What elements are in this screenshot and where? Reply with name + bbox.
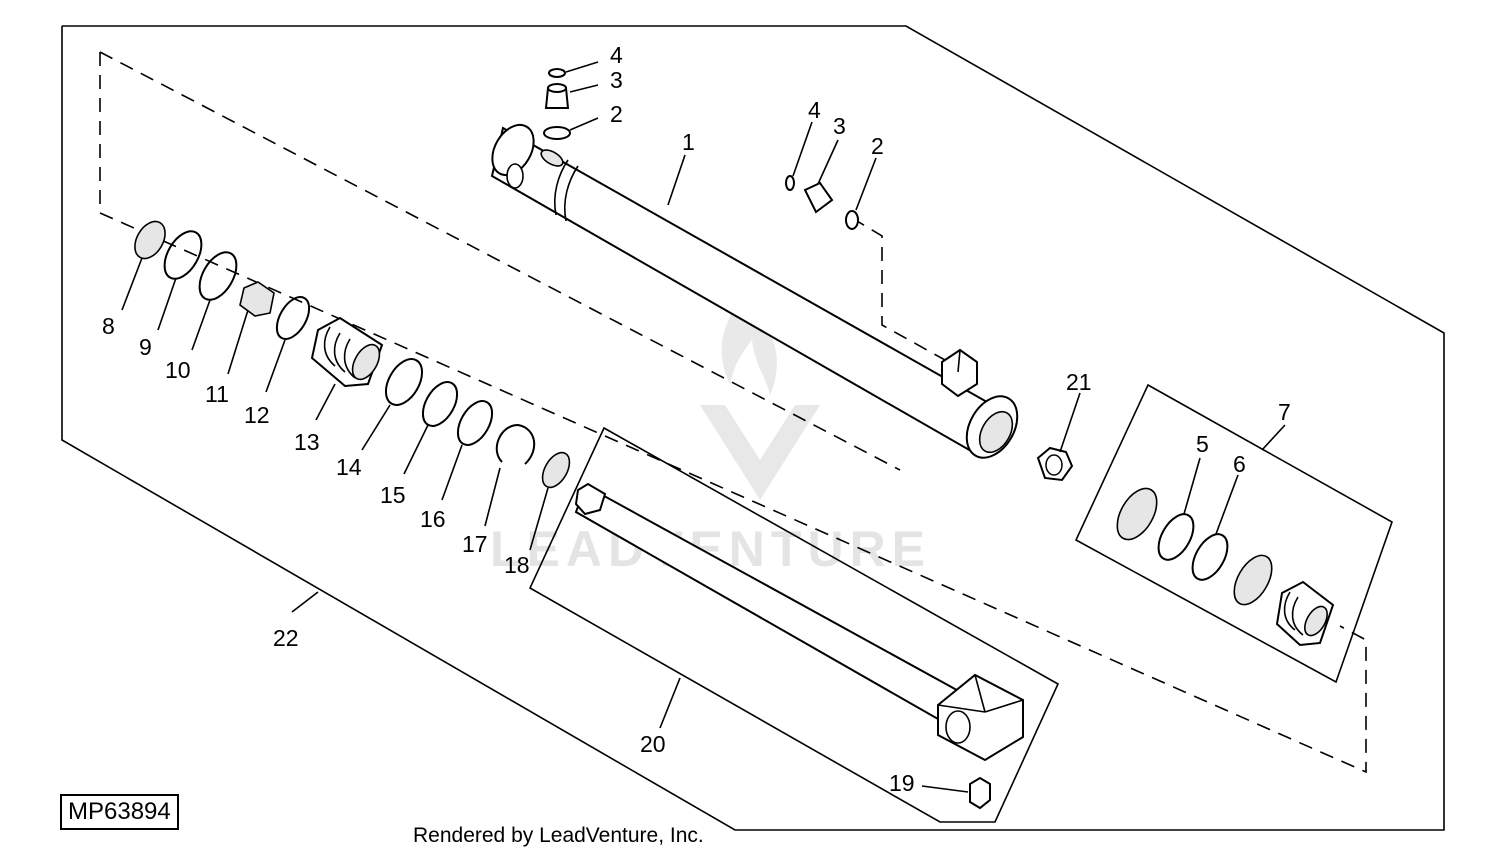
port-fitting-side: [785, 175, 859, 230]
callout-3-side: 3: [833, 113, 846, 139]
callout-19: 19: [889, 770, 915, 796]
callout-2-side: 2: [871, 133, 884, 159]
part-10-ring: [198, 251, 238, 301]
callout-18: 18: [504, 552, 530, 578]
callout-15: 15: [380, 482, 406, 508]
callout-9: 9: [139, 334, 152, 360]
rod-box-20: [528, 426, 1060, 823]
assembly-dashed-line-upper: [99, 51, 901, 471]
part-8-wiper: [134, 220, 166, 260]
callout-20: 20: [640, 731, 666, 757]
cylinder-barrel-1: [490, 123, 1019, 459]
callout-2-upper: 2: [610, 101, 623, 127]
callout-7: 7: [1278, 399, 1291, 425]
callout-22: 22: [273, 625, 299, 651]
lock-nut-21: [1036, 446, 1074, 482]
part-18-wiper: [541, 451, 571, 489]
part-17-snap-ring: [495, 423, 536, 465]
port-dashed-line: [851, 217, 946, 361]
assembly-dashed-line-main: [99, 52, 1367, 774]
footer-credit: Rendered by LeadVenture, Inc.: [413, 824, 704, 847]
callout-4-upper: 4: [610, 42, 623, 68]
callout-5: 5: [1196, 431, 1209, 457]
callout-17: 17: [462, 531, 488, 557]
callout-1: 1: [682, 129, 695, 155]
assembly-outline-22: [61, 25, 1445, 831]
grease-fitting-19: [969, 776, 991, 810]
callout-labels: 4 3 2 1 4 3 2 21 7 5 6 8 9 10 11 12 13 1…: [102, 42, 1291, 796]
seal-kit-box-7: [1074, 383, 1393, 684]
callout-21: 21: [1066, 369, 1092, 395]
part-16-ring: [456, 400, 494, 446]
part-11-bushing: [239, 281, 275, 317]
piston-rod-20: [574, 482, 1024, 762]
callout-12: 12: [244, 402, 270, 428]
callout-16: 16: [420, 506, 446, 532]
callout-14: 14: [336, 454, 362, 480]
callout-4-side: 4: [808, 97, 821, 123]
leader-lines: [121, 61, 1286, 793]
part-12-ring: [275, 296, 311, 340]
callout-13: 13: [294, 429, 320, 455]
callout-8: 8: [102, 313, 115, 339]
part-9-ring: [163, 230, 203, 280]
callout-10: 10: [165, 357, 191, 383]
part-15-ring: [421, 381, 459, 427]
callout-3-upper: 3: [610, 67, 623, 93]
callout-6: 6: [1233, 451, 1246, 477]
port-fitting-upper: [543, 68, 571, 140]
kit-parts: [1116, 487, 1335, 647]
callout-11: 11: [205, 381, 229, 407]
seal-parts: [134, 220, 571, 489]
figure-id-box: MP63894: [60, 794, 179, 830]
part-14-ring: [384, 358, 424, 406]
